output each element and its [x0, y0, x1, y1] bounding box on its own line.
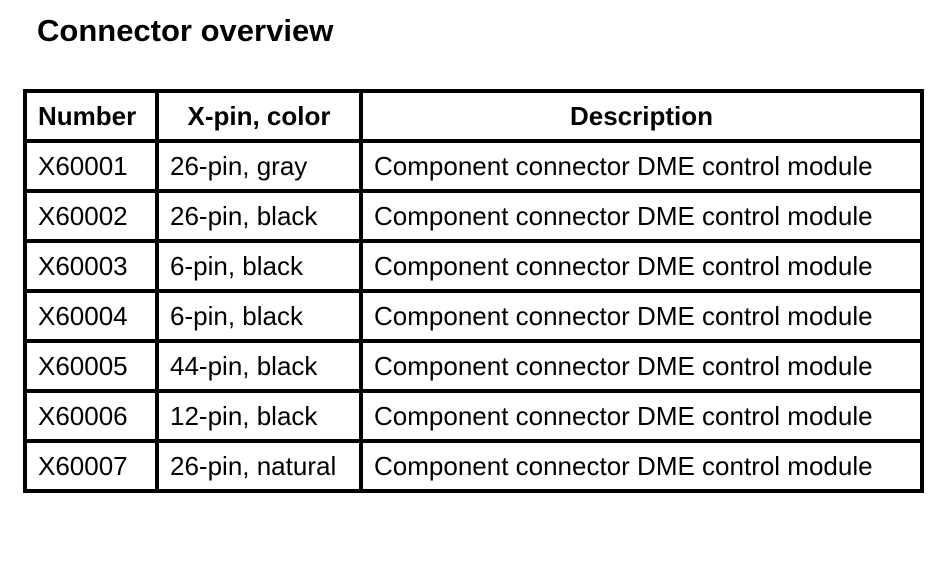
cell-description: Component connector DME control module: [359, 139, 924, 193]
cell-description: Component connector DME control module: [359, 239, 924, 293]
cell-number: X60005: [23, 339, 159, 393]
cell-pin-color: 26-pin, natural: [155, 439, 363, 493]
cell-pin-color: 44-pin, black: [155, 339, 363, 393]
table-row: X60006 12-pin, black Component connector…: [23, 389, 924, 443]
table-row: X60007 26-pin, natural Component connect…: [23, 439, 924, 493]
cell-number: X60003: [23, 239, 159, 293]
cell-description: Component connector DME control module: [359, 439, 924, 493]
column-header-number: Number: [23, 89, 159, 143]
cell-pin-color: 6-pin, black: [155, 289, 363, 343]
table-row: X60004 6-pin, black Component connector …: [23, 289, 924, 343]
cell-pin-color: 12-pin, black: [155, 389, 363, 443]
cell-pin-color: 26-pin, gray: [155, 139, 363, 193]
cell-description: Component connector DME control module: [359, 389, 924, 443]
cell-number: X60004: [23, 289, 159, 343]
table-row: X60002 26-pin, black Component connector…: [23, 189, 924, 243]
cell-description: Component connector DME control module: [359, 339, 924, 393]
table-row: X60001 26-pin, gray Component connector …: [23, 139, 924, 193]
table-header-row: Number X-pin, color Description: [23, 89, 924, 143]
cell-number: X60007: [23, 439, 159, 493]
cell-pin-color: 26-pin, black: [155, 189, 363, 243]
page-title: Connector overview: [37, 13, 334, 48]
column-header-pin-color: X-pin, color: [155, 89, 363, 143]
cell-number: X60006: [23, 389, 159, 443]
cell-description: Component connector DME control module: [359, 189, 924, 243]
column-header-description: Description: [359, 89, 924, 143]
table-row: X60005 44-pin, black Component connector…: [23, 339, 924, 393]
cell-number: X60002: [23, 189, 159, 243]
table-row: X60003 6-pin, black Component connector …: [23, 239, 924, 293]
cell-description: Component connector DME control module: [359, 289, 924, 343]
cell-number: X60001: [23, 139, 159, 193]
cell-pin-color: 6-pin, black: [155, 239, 363, 293]
connector-table: Number X-pin, color Description X60001 2…: [23, 89, 924, 493]
